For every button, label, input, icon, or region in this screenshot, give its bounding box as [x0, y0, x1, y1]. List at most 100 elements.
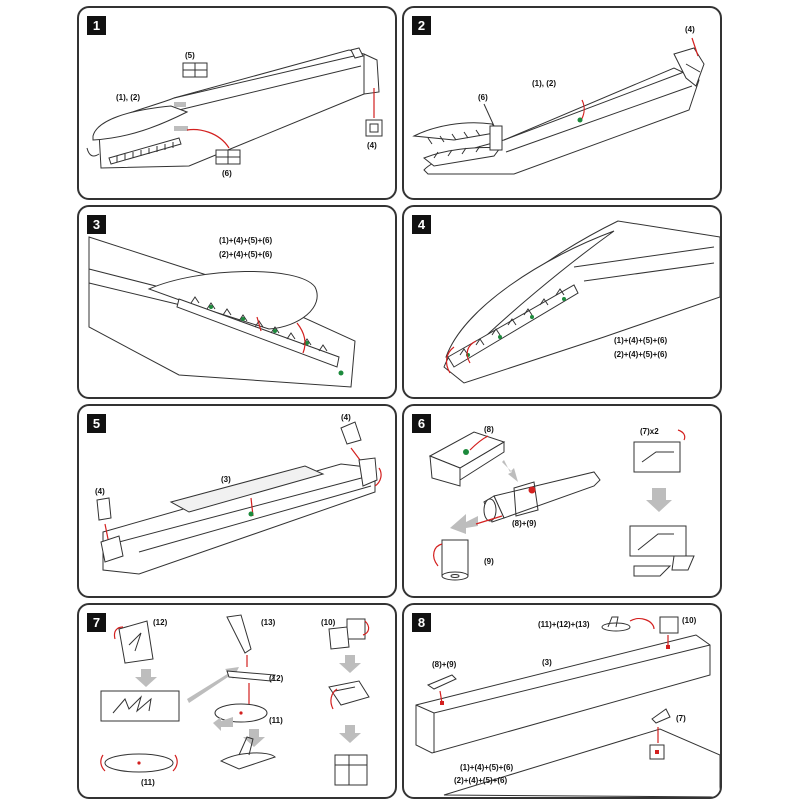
step-number: 2 [412, 16, 431, 35]
part-9-icon [441, 539, 469, 581]
step-5-illustration: (3) (4) (4) [95, 413, 382, 575]
label-6: (6) [478, 93, 488, 102]
red-arrow [362, 620, 370, 636]
step-2-illustration: (6) (1), (2) (4) [412, 25, 705, 175]
gray-arrow [213, 717, 233, 731]
tab-strip [108, 137, 182, 165]
label-7x2: (7)x2 [640, 427, 659, 436]
part-7-icon [633, 441, 681, 473]
label-10: (10) [682, 616, 697, 625]
gray-arrow [339, 725, 361, 743]
nose-bottom-part [423, 147, 501, 167]
step-number: 6 [412, 414, 431, 433]
step-panel-8: 8 (3) (11)+(12)+(13) (10) (8)+(9) (7) (1… [402, 603, 722, 799]
label-4-right: (4) [341, 413, 351, 422]
gray-arrow [646, 488, 672, 512]
step-7-illustration: (12) (13) (12) (11) (11) [100, 614, 370, 787]
part-13-icon [226, 614, 252, 654]
step-number: 8 [412, 613, 431, 632]
step-panel-7: 7 (12) (13) (12) (11) [77, 603, 397, 799]
step-number: 5 [87, 414, 106, 433]
label-8-9: (8)+(9) [512, 519, 537, 528]
tab-strip [447, 284, 579, 368]
label-13: (13) [261, 618, 276, 627]
label-11-b: (11) [141, 778, 155, 787]
step-panel-1: 1 (5) (1), (2) (6) [77, 6, 397, 200]
red-arrow [186, 128, 230, 149]
step-panel-5: 5 (3) (4) (4) [77, 404, 397, 598]
red-arrow [256, 316, 262, 332]
step-panel-6: 6 (8) (8)+(9) (9) [402, 404, 722, 598]
label-12: (12) [153, 618, 168, 627]
red-arrow [296, 322, 306, 354]
label-6: (6) [222, 169, 232, 178]
label-combo-2: (2)+(4)+(5)+(6) [614, 350, 667, 359]
step-panel-2: 2 (6) (1), (2) (4) [402, 6, 722, 200]
part-12-icon [118, 620, 154, 664]
label-combo-1: (1)+(4)+(5)+(6) [219, 236, 272, 245]
red-arrow [172, 754, 178, 772]
label-11: (11) [269, 716, 283, 725]
red-arrow [330, 688, 338, 710]
part-5-icon [182, 62, 208, 78]
red-arrow [469, 435, 489, 451]
gray-arrow [502, 460, 518, 482]
label-8-9: (8)+(9) [432, 660, 457, 669]
label-combo-1: (1)+(4)+(5)+(6) [614, 336, 667, 345]
label-11-12-13: (11)+(12)+(13) [538, 620, 590, 629]
part-8-9-icon [426, 674, 457, 690]
part-7-icon [651, 708, 671, 724]
label-1-2: (1), (2) [532, 79, 556, 88]
part-4-icon [365, 119, 383, 137]
step-4-illustration: (1)+(4)+(5)+(6) (2)+(4)+(5)+(6) [443, 220, 720, 384]
step-panel-3: 3 (1)+(4)+(5)+(6) (2)+(4)+(5)+(6) [77, 205, 397, 399]
gray-arrow [450, 514, 478, 534]
red-arrow [100, 754, 106, 772]
step-8-illustration: (3) (11)+(12)+(13) (10) (8)+(9) (7) (1)+… [415, 616, 720, 797]
label-combo-1: (1)+(4)+(5)+(6) [460, 763, 513, 772]
nose-cone [147, 271, 318, 330]
red-arrow [374, 467, 382, 487]
label-7: (7) [676, 714, 686, 723]
gray-arrow [339, 655, 361, 673]
part-plane-icon [601, 616, 631, 632]
part-6-icon [215, 149, 241, 165]
part-10-icon [659, 616, 679, 634]
label-combo-2: (2)+(4)+(5)+(6) [219, 250, 272, 259]
tab-strip [176, 296, 344, 376]
red-arrow [113, 626, 124, 640]
red-arrow [677, 429, 686, 441]
label-10: (10) [321, 618, 336, 627]
green-dot [577, 117, 583, 123]
red-arrow [475, 515, 503, 525]
green-dot [248, 511, 254, 517]
label-9: (9) [484, 557, 494, 566]
label-5: (5) [185, 51, 195, 60]
red-arrow [629, 617, 655, 630]
nose-cone [445, 230, 615, 358]
step-number: 1 [87, 16, 106, 35]
red-arrow [433, 543, 443, 567]
label-12-b: (12) [269, 674, 284, 683]
gray-arrow [243, 729, 265, 747]
label-3: (3) [542, 658, 552, 667]
label-1-2: (1), (2) [116, 93, 140, 102]
step-number: 4 [412, 215, 431, 234]
step-3-illustration: (1)+(4)+(5)+(6) (2)+(4)+(5)+(6) [88, 236, 356, 388]
train-body [102, 463, 376, 575]
red-arrow [466, 340, 477, 364]
nose-top-part [412, 122, 502, 141]
step-6-illustration: (8) (8)+(9) (9) (7)x2 [428, 425, 695, 581]
red-arrow [691, 37, 699, 57]
step-number: 3 [87, 215, 106, 234]
assembled-8-9 [483, 471, 601, 523]
label-4: (4) [367, 141, 377, 150]
label-4: (4) [685, 25, 695, 34]
label-4-left: (4) [95, 487, 105, 496]
step-1-illustration: (5) (1), (2) (6) (4) [86, 47, 383, 178]
red-arrow [445, 346, 455, 374]
label-combo-2: (2)+(4)+(5)+(6) [454, 776, 507, 785]
train-body [415, 634, 711, 754]
step-panel-4: 4 (1)+(4)+(5)+(6) (2)+(4)+(5)+(6) [402, 205, 722, 399]
gray-arrow [187, 667, 239, 703]
